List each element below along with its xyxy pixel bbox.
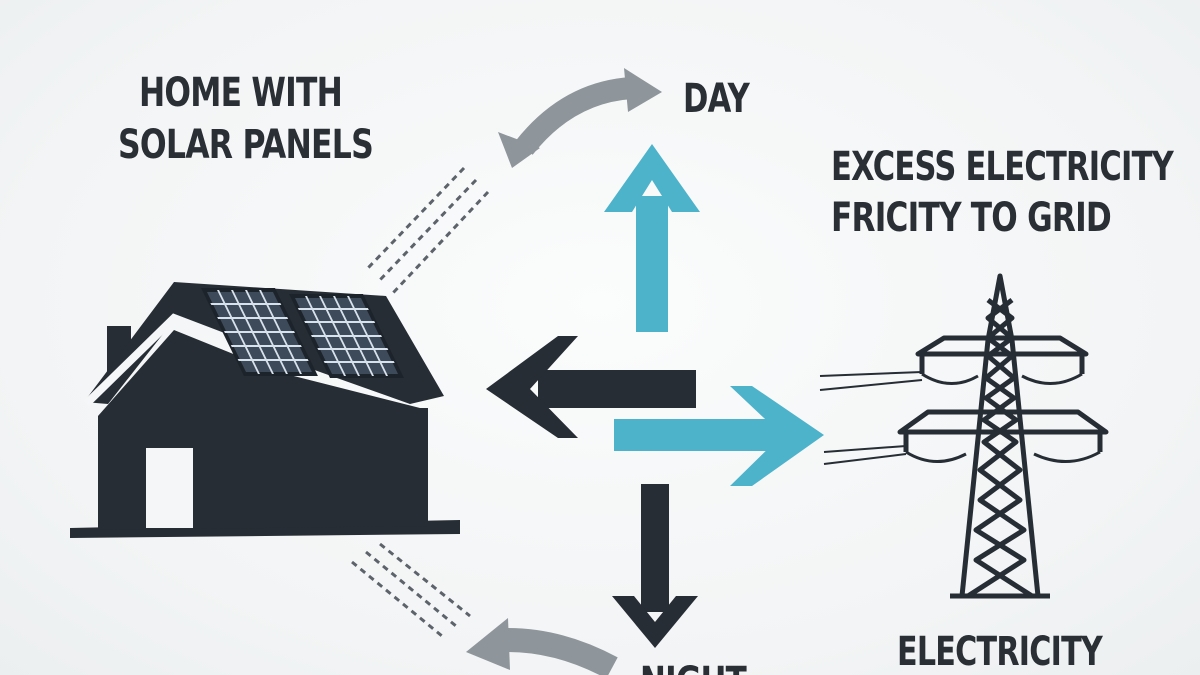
night-cycle-arrow bbox=[466, 618, 618, 675]
home-label-line1: HOME WITH bbox=[139, 70, 342, 116]
transmission-tower-icon bbox=[897, 273, 1109, 599]
solar-panel-icon bbox=[201, 288, 404, 378]
arrow-right-cyan bbox=[614, 386, 824, 486]
day-label: DAY bbox=[683, 76, 751, 122]
arrow-down-dark bbox=[612, 484, 698, 648]
day-cycle-arrow bbox=[498, 68, 662, 168]
electricity-label: ELECTRICITY bbox=[897, 629, 1104, 675]
sunlight-rays-icon bbox=[366, 166, 490, 296]
arrow-left-dark bbox=[486, 336, 696, 438]
excess-label-line2: FRICITY TO GRID bbox=[831, 195, 1111, 241]
excess-label-line1: EXCESS ELECTRICITY bbox=[831, 144, 1175, 190]
ground-rays-icon bbox=[351, 542, 471, 638]
power-lines bbox=[819, 371, 923, 465]
arrow-up-cyan bbox=[604, 144, 700, 332]
home-label-line2: SOLAR PANELS bbox=[118, 122, 373, 168]
night-label: NIGHT bbox=[640, 659, 747, 675]
